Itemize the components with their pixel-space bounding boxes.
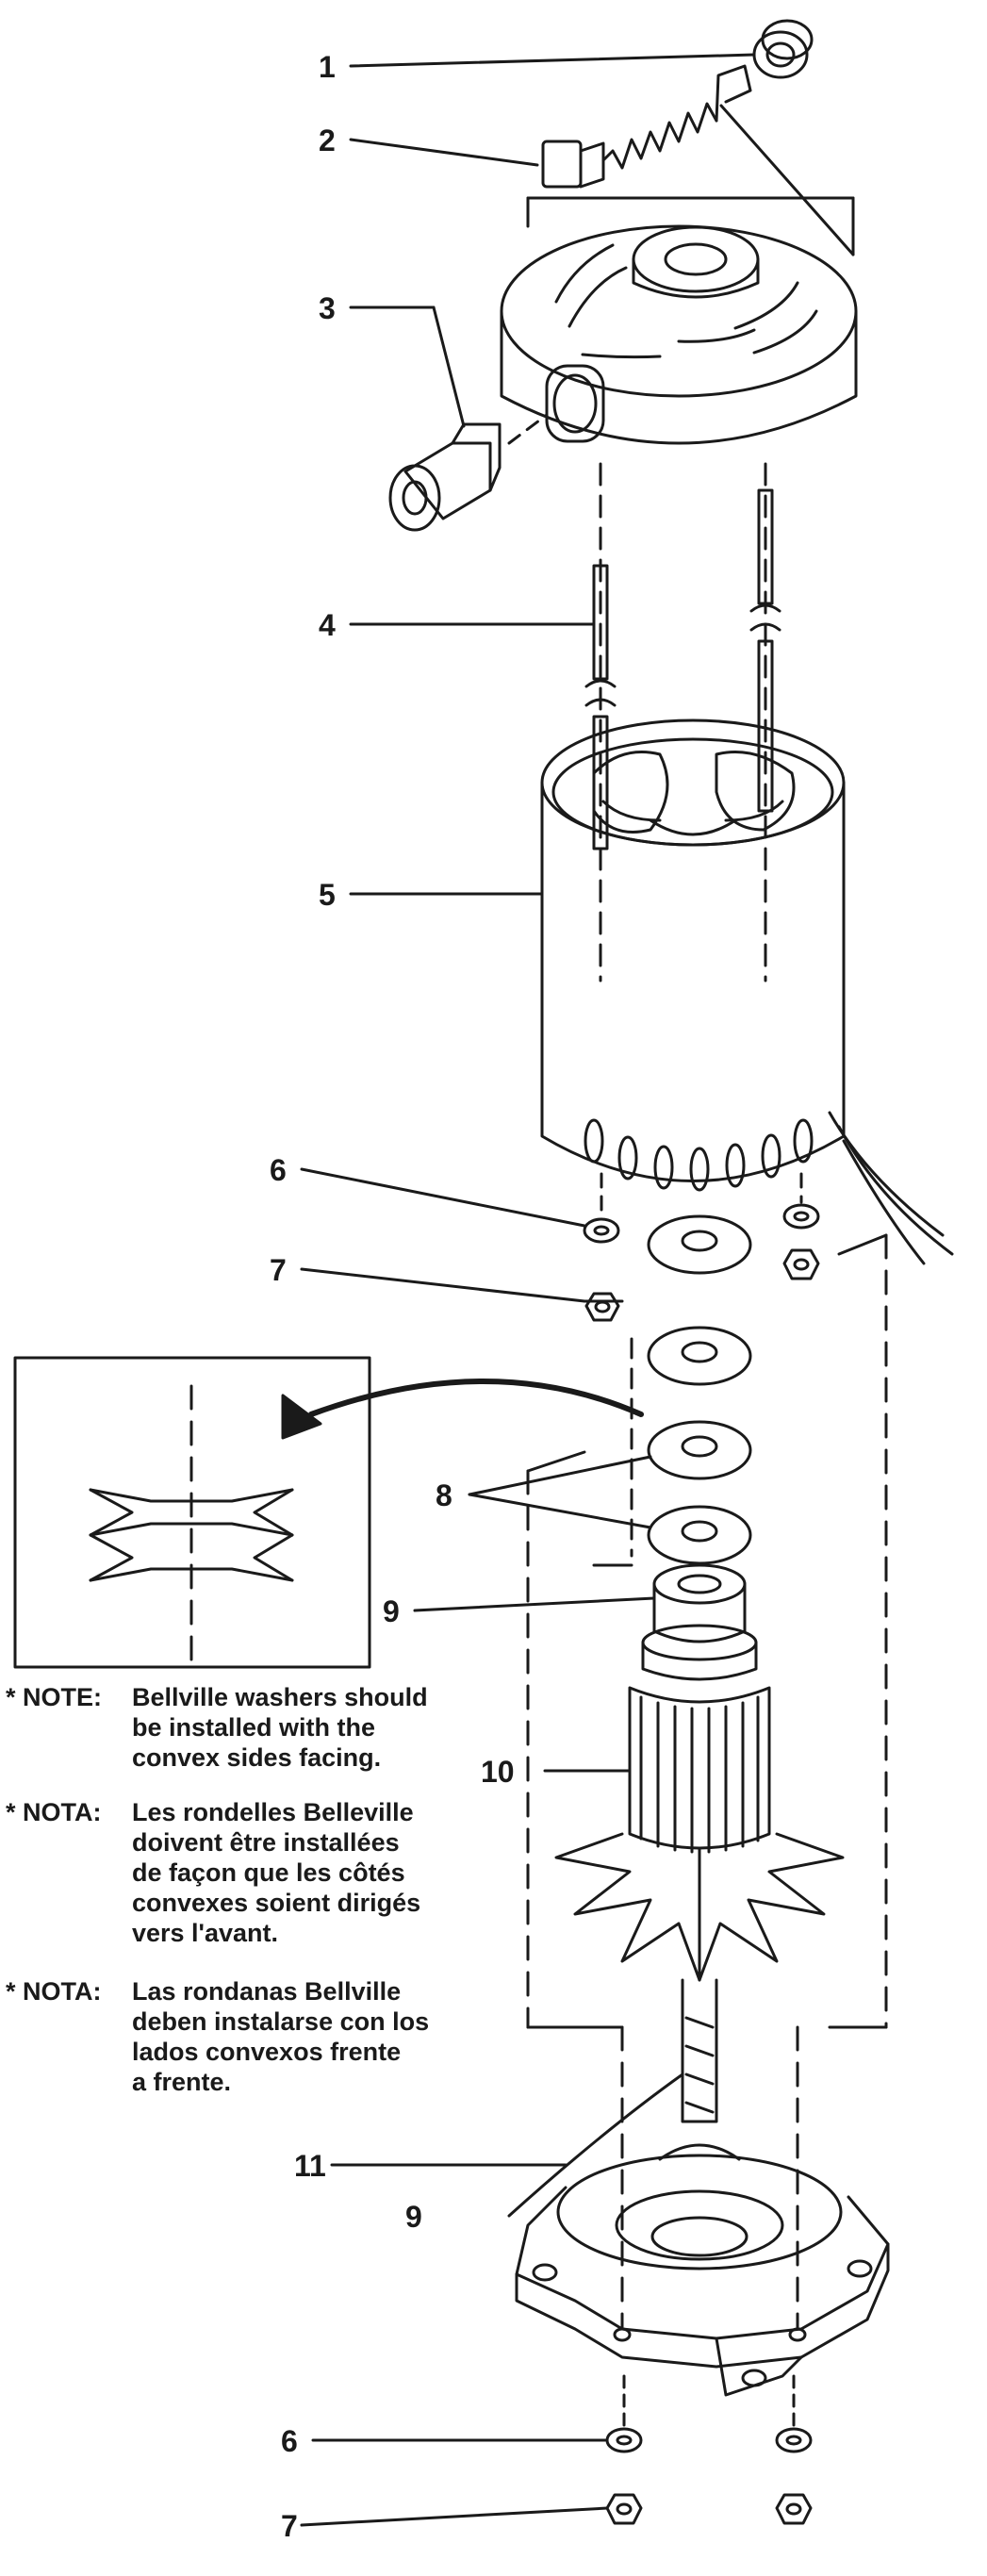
leader-line-7a bbox=[300, 1267, 586, 1303]
callout-11: 11 bbox=[294, 2149, 326, 2183]
note-french: * NOTA: Les rondelles Belleville doivent… bbox=[6, 1797, 515, 1948]
field-housing-part-5 bbox=[540, 718, 954, 1265]
leader-line-9b bbox=[507, 2072, 684, 2218]
note-label: * NOTA: bbox=[6, 1977, 102, 2006]
callout-1: 1 bbox=[319, 50, 336, 84]
leader-line-9a bbox=[413, 1596, 656, 1612]
callout-2: 2 bbox=[319, 124, 336, 157]
brush-spring-part-2 bbox=[541, 64, 752, 189]
leader-line-2 bbox=[349, 138, 539, 167]
note-spanish: * NOTA: Las rondanas Bellville deben ins… bbox=[6, 1976, 515, 2097]
leader-line-8b bbox=[468, 1493, 652, 1529]
bracket-ends-2 bbox=[526, 196, 855, 256]
callout-6-lower: 6 bbox=[281, 2424, 298, 2458]
through-bolts-part-4 bbox=[584, 462, 781, 983]
callout-8: 8 bbox=[436, 1478, 452, 1512]
callout-6-upper: 6 bbox=[270, 1153, 287, 1187]
callout-7-upper: 7 bbox=[270, 1253, 287, 1287]
bushing-part-3 bbox=[388, 422, 502, 532]
callout-10: 10 bbox=[481, 1755, 515, 1789]
washer-nut-upper bbox=[583, 1172, 820, 1322]
callout-9-lower: 9 bbox=[405, 2200, 422, 2234]
leader-line-3b bbox=[432, 305, 466, 428]
leader-line-7b bbox=[300, 2506, 609, 2527]
bracket-diag-2 bbox=[719, 104, 855, 256]
end-cap-housing bbox=[500, 224, 858, 445]
axis-line-3 bbox=[507, 413, 549, 445]
leader-line-6a bbox=[300, 1167, 586, 1228]
note-text: Bellville washers should be installed wi… bbox=[132, 1683, 428, 1772]
note-text: Les rondelles Belleville doivent être in… bbox=[132, 1798, 421, 1947]
callout-5: 5 bbox=[319, 878, 336, 912]
end-bell-part-11 bbox=[515, 2025, 890, 2397]
note-english: * NOTE: Bellville washers should be inst… bbox=[6, 1682, 515, 1773]
note-label: * NOTA: bbox=[6, 1798, 102, 1826]
callout-4: 4 bbox=[319, 608, 336, 642]
belleville-washers-part-8 bbox=[583, 1214, 752, 1567]
note-label: * NOTE: bbox=[6, 1683, 103, 1711]
callout-9-upper: 9 bbox=[383, 1594, 400, 1628]
axis-frame-ends bbox=[526, 1233, 888, 2029]
bearing-part-9-top bbox=[641, 1563, 758, 1681]
washer-nut-lower bbox=[605, 2374, 813, 2525]
armature-part-10 bbox=[554, 1686, 845, 2123]
callout-3: 3 bbox=[319, 291, 336, 325]
note-text: Las rondanas Bellville deben instalarse … bbox=[132, 1977, 430, 2096]
washer-detail-inset bbox=[13, 1356, 644, 1669]
leader-line-8 bbox=[468, 1455, 652, 1496]
leader-line-1 bbox=[349, 53, 756, 68]
callout-7-lower: 7 bbox=[281, 2509, 298, 2543]
brush-cap-part-1 bbox=[752, 19, 814, 79]
